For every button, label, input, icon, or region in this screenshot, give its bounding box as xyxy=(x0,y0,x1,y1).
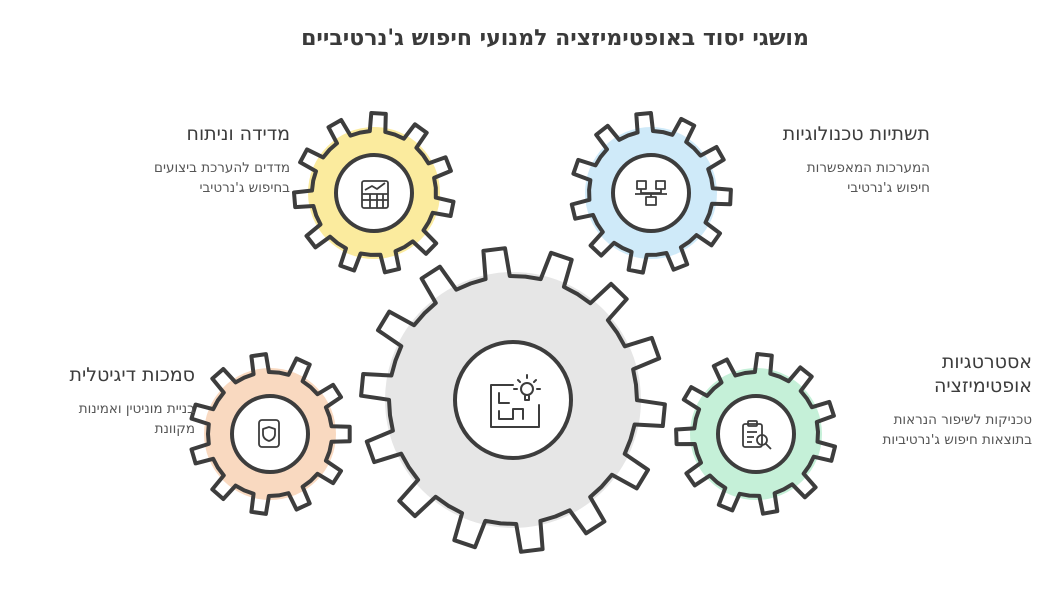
digital-authority-label: סמכות דיגיטלית בניית מוניטין ואמינות מקו… xyxy=(40,363,195,439)
gear-measure-outline xyxy=(292,111,456,275)
measure-gear xyxy=(292,111,456,275)
strategy-desc-line2: בתוצאות חיפוש ג'נרטיביות xyxy=(882,432,1032,448)
strategy-description: טכניקות לשיפור הנראות בתוצאות חיפוש ג'נר… xyxy=(852,410,1032,450)
measure-heading: מדידה וניתוח xyxy=(186,123,290,145)
strategy-heading-line1: אסטרטגיות xyxy=(941,351,1032,373)
gear-measure-hub xyxy=(334,153,414,233)
digital-desc-line2: מקוונת xyxy=(154,421,195,437)
center-gear xyxy=(359,246,667,554)
digital-heading: סמכות דיגיטלית xyxy=(69,364,195,386)
gear-infra-outline xyxy=(569,111,733,275)
gear-center-outline xyxy=(359,246,667,554)
page-title: מושגי יסוד באופטימיזציה למנועי חיפוש ג'נ… xyxy=(301,26,809,51)
infra-description: המערכות המאפשרות חיפוש ג'נרטיבי xyxy=(760,158,930,198)
strategy-desc-line1: טכניקות לשיפור הנראות xyxy=(893,412,1032,428)
spreadsheet-chart-icon xyxy=(361,180,389,209)
digital-description: בניית מוניטין ואמינות מקוונת xyxy=(40,399,195,439)
optimization-strategies-label: אסטרטגיות אופטימיזציה טכניקות לשיפור הנר… xyxy=(852,350,1032,450)
digital-desc-line1: בניית מוניטין ואמינות xyxy=(78,401,195,417)
measure-desc-line1: מדדים להערכת ביצועים xyxy=(154,160,290,176)
digital-authority-gear xyxy=(189,352,352,516)
gear-digital-outline xyxy=(189,352,352,516)
gear-center-hub xyxy=(453,340,573,460)
phone-shield-icon xyxy=(258,419,280,448)
gear-strat-outline xyxy=(674,352,837,516)
infra-desc-line2: חיפוש ג'נרטיבי xyxy=(847,180,930,196)
strategy-heading-line2: אופטימיזציה xyxy=(934,375,1032,397)
blueprint-lightbulb-icon xyxy=(490,374,541,428)
strategy-heading: אסטרטגיות אופטימיזציה xyxy=(852,350,1032,398)
infra-desc-line1: המערכות המאפשרות xyxy=(806,160,930,176)
tech-infrastructure-label: תשתיות טכנולוגיות המערכות המאפשרות חיפוש… xyxy=(760,122,930,198)
gear-digital-hub xyxy=(230,394,310,474)
measure-analysis-label: מדידה וניתוח מדדים להערכת ביצועים בחיפוש… xyxy=(140,122,290,198)
measure-description: מדדים להערכת ביצועים בחיפוש ג'נרטיבי xyxy=(140,158,290,198)
gear-strat-hub xyxy=(716,394,796,474)
strategy-gear xyxy=(674,352,837,516)
network-nodes-icon xyxy=(635,180,667,206)
infra-heading: תשתיות טכנולוגיות xyxy=(782,123,930,145)
measure-desc-line2: בחיפוש ג'נרטיבי xyxy=(199,180,290,196)
clipboard-search-icon xyxy=(742,420,772,450)
